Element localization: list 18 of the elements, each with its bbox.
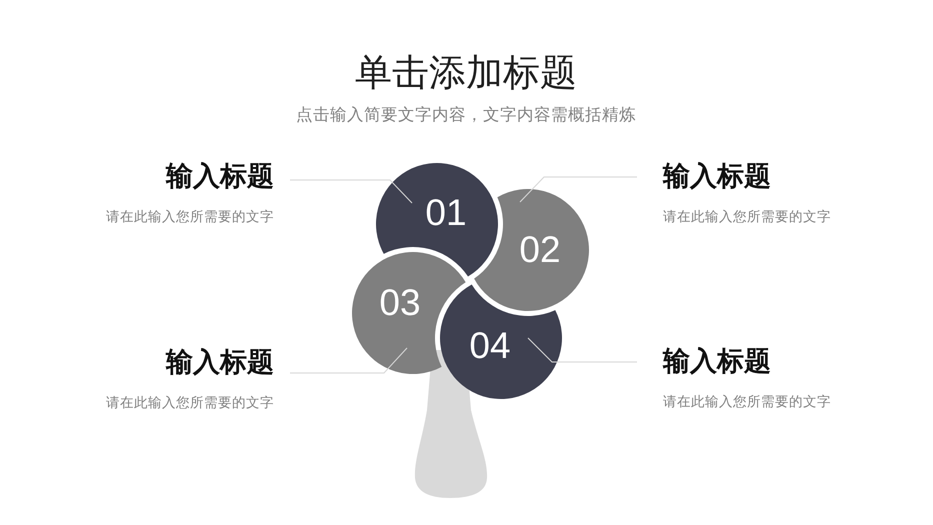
step-number: 04 [469,326,511,366]
step-number: 02 [519,230,561,270]
item-heading: 输入标题 [166,346,274,380]
item-text: 请在此输入您所需要的文字 [663,393,831,412]
item-text: 请在此输入您所需要的文字 [106,394,274,413]
leader-line [520,176,638,202]
item-heading: 输入标题 [663,345,771,379]
leader-line [290,180,412,204]
item-heading: 输入标题 [166,160,274,194]
leader-line [528,338,638,362]
item-heading: 输入标题 [663,160,771,194]
title: 单击添加标题 [355,51,577,95]
item-text: 请在此输入您所需要的文字 [663,208,831,227]
step-number: 01 [425,193,467,233]
step-number: 03 [379,283,421,323]
subtitle: 点击输入简要文字内容，文字内容需概括精炼 [296,104,636,126]
item-text: 请在此输入您所需要的文字 [106,208,274,227]
leader-line [290,348,408,374]
